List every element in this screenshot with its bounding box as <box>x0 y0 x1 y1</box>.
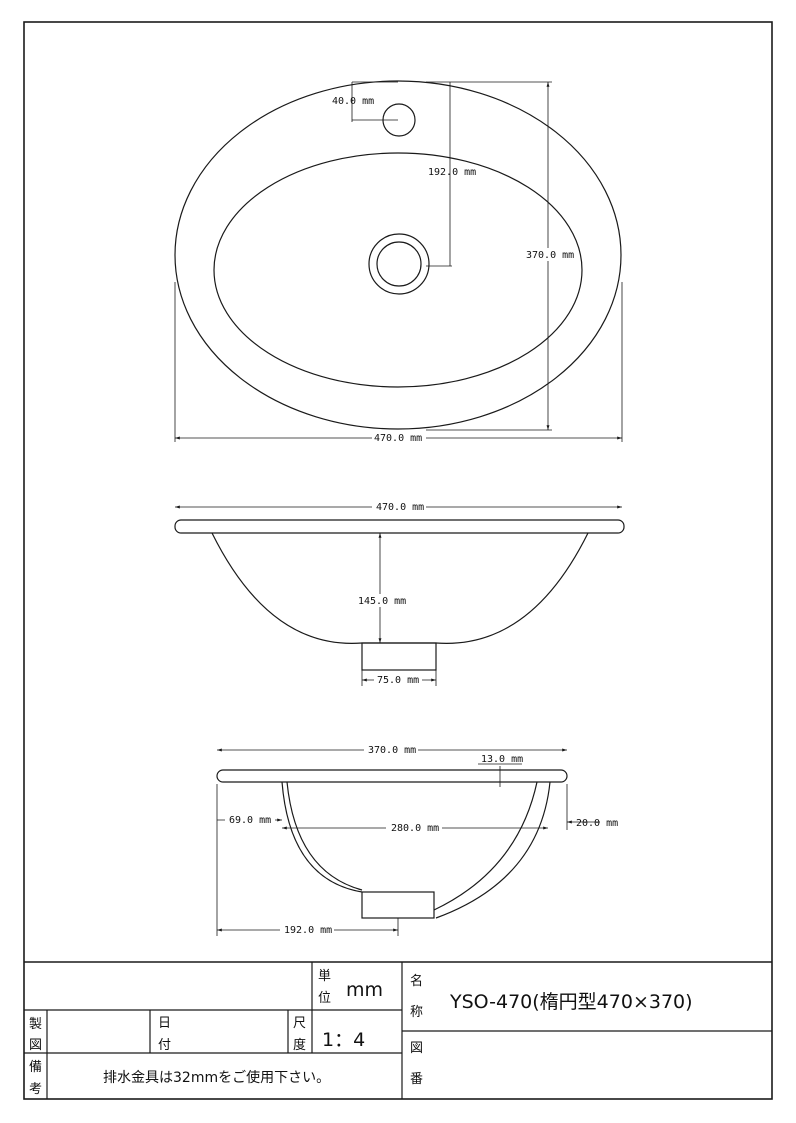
front-width-dim: 470.0 mm <box>376 502 424 513</box>
front-rim <box>174 519 625 534</box>
front-bowl <box>211 532 589 644</box>
side-left-offset-dim: 69.0 mm <box>229 815 271 826</box>
front-height-dim: 145.0 mm <box>358 596 406 607</box>
drawing-frame <box>23 21 773 1100</box>
plan-inner-bowl <box>213 152 583 388</box>
drain-offset-dim: 192.0 mm <box>428 167 476 178</box>
side-drain-offset-dim: 192.0 mm <box>284 925 332 936</box>
scale-label-1: 尺 <box>293 1016 306 1031</box>
remarks-text: 排水金具は32mmをご使用下さい。 <box>103 1069 330 1086</box>
front-drain-body <box>361 642 437 671</box>
side-view: 370.0 mm 13.0 mm 69.0 mm 280.0 mm 20.0 m… <box>216 743 618 936</box>
unit-label-1: 単 <box>318 968 331 984</box>
drawing-no-label-1: 図 <box>410 1041 423 1056</box>
maker-label-2: 図 <box>29 1038 42 1053</box>
scale-value: 1：4 <box>322 1029 365 1051</box>
side-bowl-front-outer <box>435 781 551 919</box>
plan-view: 40.0 mm 192.0 mm 370.0 mm 470.0 mm <box>174 80 623 444</box>
side-width-dim: 370.0 mm <box>368 745 416 756</box>
name-label-2: 称 <box>410 1005 423 1020</box>
scale-label-2: 度 <box>293 1037 306 1053</box>
remarks-label-2: 考 <box>29 1082 42 1097</box>
date-label-2: 付 <box>158 1038 171 1053</box>
side-drain-body <box>361 891 435 919</box>
side-right-offset-dim: 20.0 mm <box>576 818 618 829</box>
drawing-no-label-2: 番 <box>410 1072 423 1087</box>
side-rim-dim: 13.0 mm <box>481 754 523 765</box>
unit-value: mm <box>346 979 383 1001</box>
product-name: YSO-470(楕円型470×370) <box>449 991 693 1013</box>
faucet-hole-dim: 40.0 mm <box>332 96 374 107</box>
unit-label-2: 位 <box>318 991 331 1006</box>
side-bowl-front <box>433 781 538 911</box>
side-bowl-dim: 280.0 mm <box>391 823 439 834</box>
drain-inner <box>376 241 422 287</box>
name-label-1: 名 <box>410 973 423 989</box>
front-view: 470.0 mm 145.0 mm 75.0 mm <box>174 499 625 686</box>
front-drain-dim: 75.0 mm <box>377 675 419 686</box>
remarks-label-1: 備 <box>29 1059 42 1075</box>
side-bowl-back <box>281 781 363 893</box>
width-total-dim: 470.0 mm <box>374 433 422 444</box>
plan-outer-rim <box>174 80 622 430</box>
side-rim <box>216 769 568 783</box>
side-bowl-back-inner <box>286 781 363 891</box>
depth-total-dim: 370.0 mm <box>526 250 574 261</box>
title-block: 単 位 mm 名 称 YSO-470(楕円型470×370) 製 図 日 付 尺… <box>24 961 772 1099</box>
drain-outer <box>368 233 430 295</box>
date-label-1: 日 <box>158 1016 171 1031</box>
maker-label-1: 製 <box>29 1017 42 1032</box>
